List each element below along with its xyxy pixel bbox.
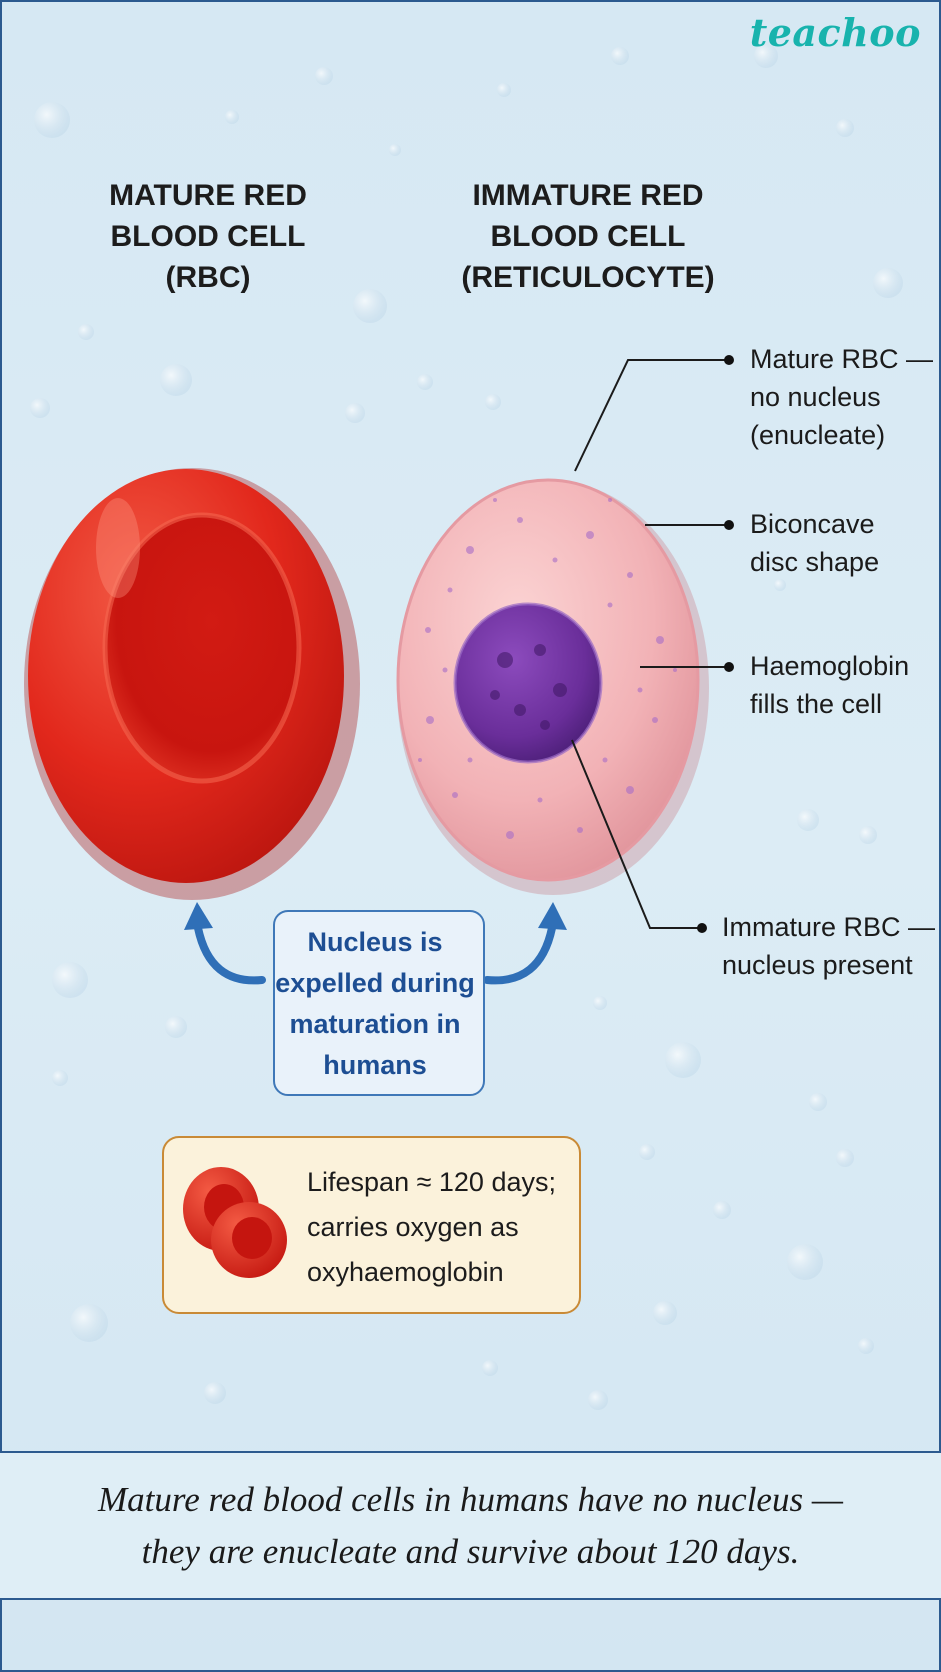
reticular-speckles (418, 498, 677, 839)
reticulocyte-illustration (396, 478, 709, 895)
mature-rbc-title: MATURE RED BLOOD CELL (RBC) (60, 175, 356, 298)
leader-dots (697, 355, 734, 933)
note-line: maturation in (289, 1009, 461, 1039)
mini-rbc-icon (183, 1167, 287, 1278)
reticulocyte-title-line: BLOOD CELL (490, 220, 686, 253)
caption-line: Mature red blood cells in humans have no… (98, 1480, 843, 1519)
brand-logo: teachoo (749, 10, 921, 55)
label-line: disc shape (750, 547, 880, 577)
caption-band (0, 1453, 941, 1599)
lifespan-line: oxyhaemoglobin (307, 1257, 504, 1287)
label-line: Haemoglobin (750, 651, 910, 681)
mature-title-line: MATURE RED (109, 179, 307, 212)
mature-rbc-illustration (24, 468, 360, 900)
water-droplets (30, 44, 903, 1410)
mature-title-line: BLOOD CELL (110, 220, 306, 253)
lifespan-line: Lifespan ≈ 120 days; (307, 1167, 556, 1197)
maturation-arrows (184, 902, 567, 985)
leader-lines (571, 359, 728, 929)
reticulocyte-title: IMMATURE RED BLOOD CELL (RETICULOCYTE) (446, 175, 730, 298)
maturation-note-box (273, 910, 485, 1096)
label-haemoglobin: Haemoglobin fills the cell (750, 647, 909, 723)
reticulocyte-title-line: (RETICULOCYTE) (461, 261, 715, 294)
lifespan-text: Lifespan ≈ 120 days; carries oxygen as o… (307, 1160, 556, 1295)
label-no-nucleus: Mature RBC — no nucleus (enucleate) (750, 340, 933, 454)
mature-title-line: (RBC) (165, 261, 251, 294)
caption: Mature red blood cells in humans have no… (0, 1474, 941, 1578)
label-line: (enucleate) (750, 420, 886, 450)
label-line: fills the cell (750, 689, 883, 719)
label-line: no nucleus (750, 382, 881, 412)
label-biconcave: Biconcave disc shape (750, 505, 879, 581)
caption-line: they are enucleate and survive about 120… (141, 1532, 800, 1571)
lifespan-line: carries oxygen as (307, 1212, 519, 1242)
label-nucleus-present: Immature RBC — nucleus present (722, 908, 935, 984)
maturation-note: Nucleus is expelled during maturation in… (262, 922, 488, 1086)
note-line: humans (323, 1050, 427, 1080)
label-line: Immature RBC — (722, 912, 936, 942)
label-line: nucleus present (722, 950, 913, 980)
label-line: Mature RBC — (750, 344, 934, 374)
label-line: Biconcave (750, 509, 875, 539)
reticulocyte-title-line: IMMATURE RED (472, 179, 704, 212)
note-line: expelled during (275, 968, 475, 998)
note-line: Nucleus is (307, 927, 443, 957)
